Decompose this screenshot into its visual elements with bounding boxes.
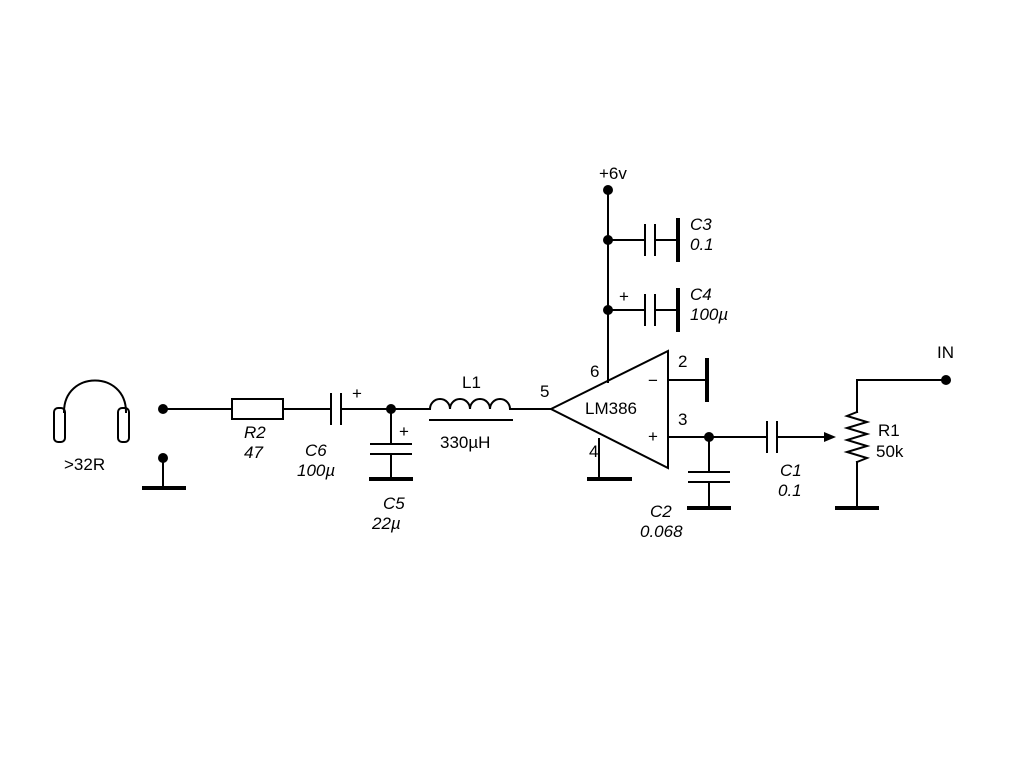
capacitor-c4: [644, 294, 656, 326]
pin-3-label: 3: [678, 410, 687, 429]
resistor-r2: [231, 398, 284, 420]
c6-value: 100µ: [297, 461, 335, 480]
input-label: IN: [937, 343, 954, 362]
supply-label: +6v: [599, 164, 627, 183]
l1-value: 330µH: [440, 433, 490, 452]
pin-5-label: 5: [540, 382, 549, 401]
c4-value: 100µ: [690, 305, 728, 324]
headphones-label: >32R: [64, 455, 105, 474]
headphones-icon: [53, 379, 130, 443]
wiper-arrow-icon: [824, 432, 836, 442]
r2-ref: R2: [244, 423, 266, 442]
ic-minus-sign: −: [648, 371, 658, 390]
c1-ref: C1: [780, 461, 802, 480]
c4-ref: C4: [690, 285, 712, 304]
l1-ref: L1: [462, 373, 481, 392]
pin-4-label: 4: [589, 442, 598, 461]
pin-6-label: 6: [590, 362, 599, 381]
ic-plus-sign: +: [648, 427, 658, 446]
capacitor-c5: [370, 443, 412, 455]
c6-ref: C6: [305, 441, 327, 460]
r2-value: 47: [244, 443, 263, 462]
c5-polarity: +: [399, 422, 409, 441]
potentiometer-r1: [843, 379, 871, 509]
capacitor-c1: [766, 421, 778, 453]
capacitor-c2: [688, 471, 730, 483]
inductor-l1: [428, 398, 513, 421]
pin-2-label: 2: [678, 352, 687, 371]
c1-value: 0.1: [778, 481, 802, 500]
c2-ref: C2: [650, 502, 672, 521]
c2-value: 0.068: [640, 522, 683, 541]
r1-ref: R1: [878, 421, 900, 440]
c3-value: 0.1: [690, 235, 714, 254]
c5-ref: C5: [383, 494, 405, 513]
input-terminal: [941, 375, 951, 385]
c3-ref: C3: [690, 215, 712, 234]
ic-name: LM386: [585, 399, 637, 418]
ic-lm386: [548, 349, 669, 470]
c6-polarity: +: [352, 384, 362, 403]
r1-value: 50k: [876, 442, 904, 461]
capacitor-c6: [330, 393, 342, 425]
c5-value: 22µ: [371, 514, 401, 533]
capacitor-c3: [644, 224, 656, 256]
c4-polarity: +: [619, 287, 629, 306]
